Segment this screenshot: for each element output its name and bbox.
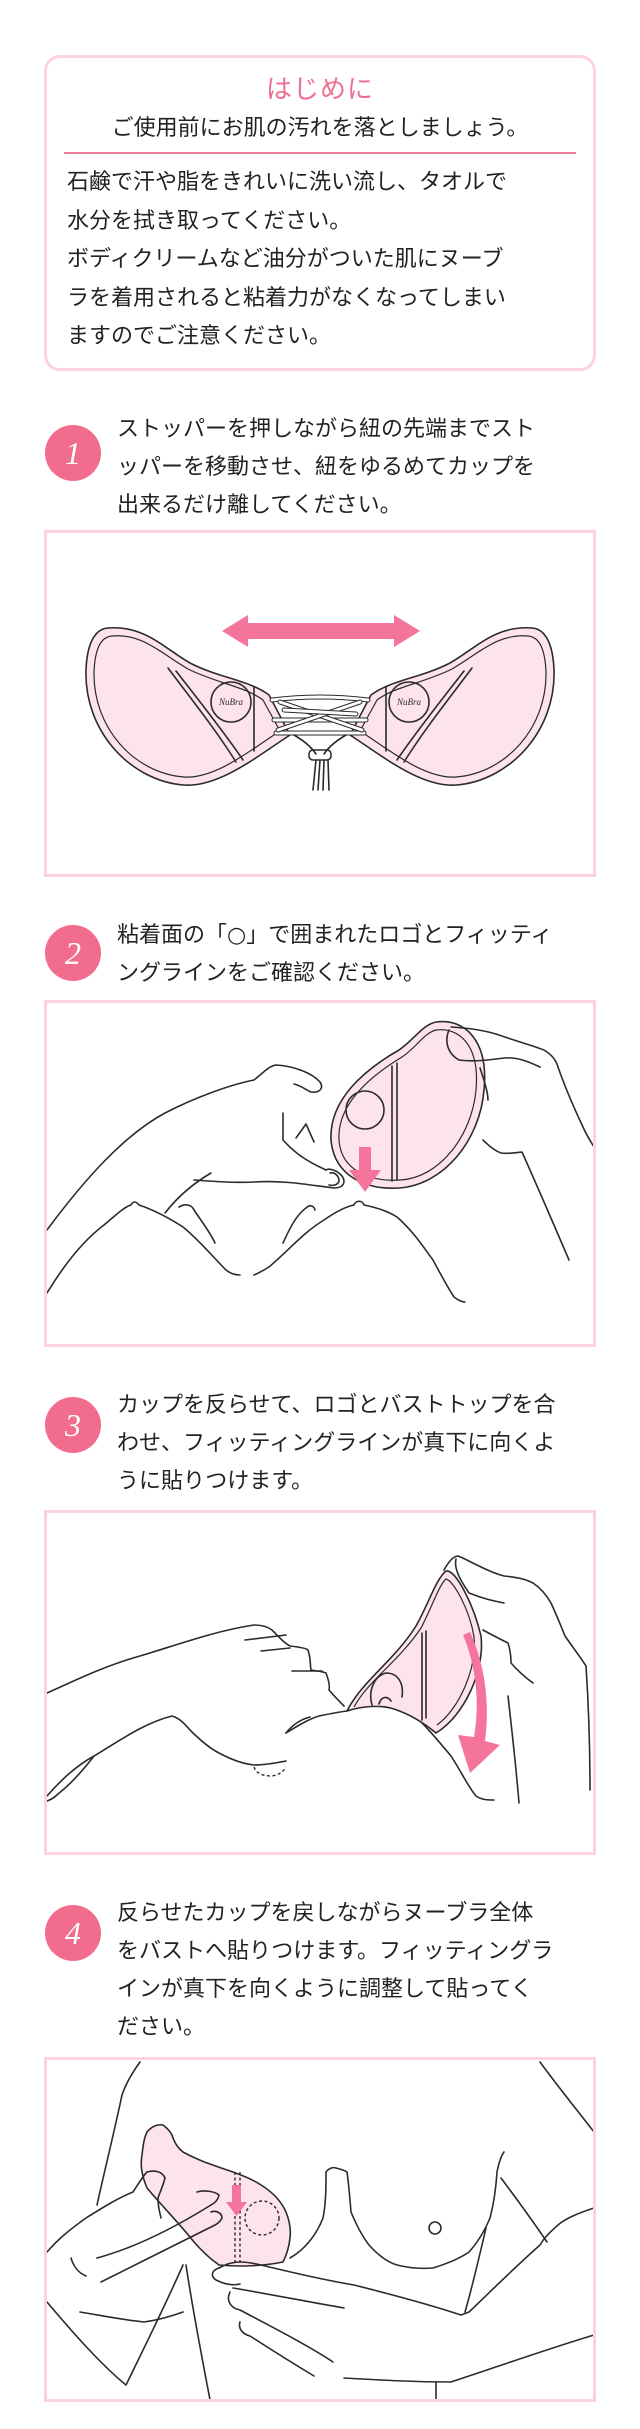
intro-line: ボディクリームなど油分がついた肌にヌーブ bbox=[67, 247, 504, 272]
logo-circle bbox=[345, 1090, 385, 1130]
intro-body: 石鹸で汗や脂をきれいに洗い流し、タオルで 水分を拭き取ってください。 ボディクリ… bbox=[67, 164, 577, 357]
step-instructions: 反らせたカップを戻しながらヌーブラ全体 をバストへ貼りつけます。フィッティングラ… bbox=[117, 1895, 597, 2047]
curved-arrow-icon bbox=[458, 1632, 500, 1773]
intro-line: 石鹸で汗や脂をきれいに洗い流し、タオルで bbox=[67, 170, 508, 195]
step-1-illustration: NuBra NuBra bbox=[44, 530, 596, 877]
intro-line: ラを着用されると粘着力がなくなってしまい bbox=[67, 285, 506, 311]
step-number-badge: 2 bbox=[45, 925, 101, 981]
logo-circle-right bbox=[388, 681, 430, 723]
logo-position-circle bbox=[244, 2200, 280, 2236]
step-instructions: 粘着面の「○」で囲まれたロゴとフィッティ ングラインをご確認ください。 bbox=[117, 917, 597, 993]
step-number-badge: 1 bbox=[45, 425, 101, 481]
bra-loosen-illustration: NuBra NuBra bbox=[85, 615, 555, 791]
step-line: ストッパーを押しながら紐の先端までスト bbox=[117, 417, 536, 442]
step-line: うに貼りつけます。 bbox=[117, 1469, 314, 1494]
logo-text: NuBra bbox=[396, 697, 422, 707]
step-number-badge: 4 bbox=[45, 1905, 101, 1961]
step-4-illustration bbox=[44, 2057, 596, 2402]
down-arrow-icon bbox=[226, 2185, 247, 2216]
step-instructions: カップを反らせて、ロゴとバストトップを合 わせ、フィッティングラインが真下に向く… bbox=[117, 1387, 597, 1501]
intro-line: ますのでご注意ください。 bbox=[67, 324, 332, 349]
step-line: 出来るだけ離してください。 bbox=[117, 493, 402, 518]
step-3-illustration bbox=[44, 1510, 596, 1855]
check-logo-illustration bbox=[47, 1020, 593, 1303]
step-line: ングラインをご確認ください。 bbox=[117, 961, 426, 986]
step-line: をバストへ貼りつけます。フィッティングラ bbox=[117, 1939, 554, 1964]
step-2-illustration bbox=[44, 1000, 596, 1347]
step-line: カップを反らせて、ロゴとバストトップを合 bbox=[117, 1393, 556, 1418]
step-line: ッパーを移動させ、紐をゆるめてカップを bbox=[117, 455, 536, 480]
down-arrow-icon bbox=[349, 1147, 381, 1192]
double-arrow-icon bbox=[222, 615, 420, 647]
intro-divider bbox=[64, 152, 576, 154]
cup bbox=[330, 1020, 486, 1189]
nipple bbox=[428, 2221, 442, 2235]
intro-line: 水分を拭き取ってください。 bbox=[67, 208, 352, 234]
step-number-badge: 3 bbox=[45, 1397, 101, 1453]
logo-circle-left bbox=[210, 681, 252, 723]
press-cup-illustration bbox=[47, 2061, 593, 2399]
apply-cup-illustration bbox=[47, 1555, 591, 1804]
step-line: インが真下を向くように調整して貼ってく bbox=[117, 1977, 533, 2002]
step-line: 粘着面の「○」で囲まれたロゴとフィッティ bbox=[117, 923, 553, 948]
cup bbox=[346, 1570, 483, 1734]
lacing bbox=[269, 694, 371, 791]
intro-card: はじめに ご使用前にお肌の汚れを落としましょう。 石鹸で汗や脂をきれいに洗い流し… bbox=[44, 55, 596, 371]
logo-text: NuBra bbox=[218, 697, 244, 707]
step-line: 反らせたカップを戻しながらヌーブラ全体 bbox=[117, 1901, 534, 1926]
step-instructions: ストッパーを押しながら紐の先端までスト ッパーを移動させ、紐をゆるめてカップを … bbox=[117, 411, 597, 525]
left-cup bbox=[85, 627, 291, 786]
step-line: わせ、フィッティングラインが真下に向くよ bbox=[117, 1431, 556, 1456]
cup bbox=[140, 2123, 292, 2267]
intro-title: はじめに bbox=[265, 75, 374, 105]
step-line: ださい。 bbox=[117, 2015, 206, 2040]
intro-subtitle: ご使用前にお肌の汚れを落としましょう。 bbox=[111, 116, 529, 141]
stopper bbox=[308, 749, 332, 761]
right-cup bbox=[349, 627, 555, 786]
